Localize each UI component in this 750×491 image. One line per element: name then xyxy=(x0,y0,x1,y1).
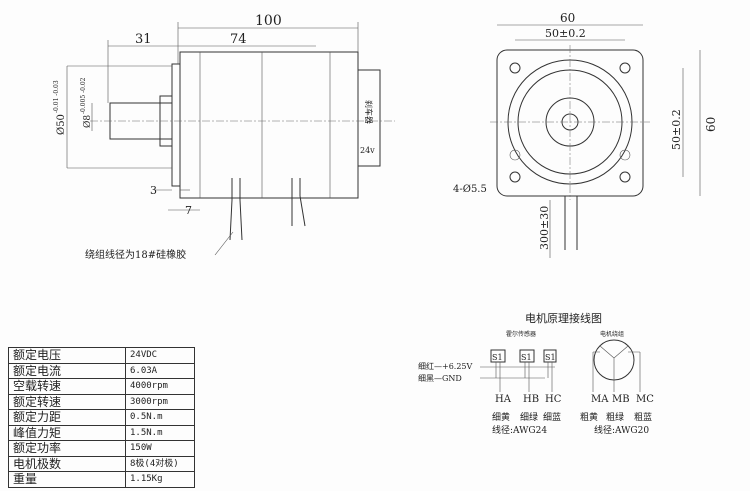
gnd-label: 细黑—GND xyxy=(418,373,462,383)
dim-boss: 7 xyxy=(185,204,192,217)
dim-body: 74 xyxy=(230,32,247,47)
spec-label: 额定转速 xyxy=(8,393,126,410)
svg-text:-0.01 -0.03: -0.01 -0.03 xyxy=(53,80,60,113)
phase-gauge: 线径:AWG20 xyxy=(594,424,649,436)
dim-total: 100 xyxy=(255,13,282,29)
side-view: 100 31 74 3 7 Ø50 -0.01 -0.03 Ø8 -0.005 … xyxy=(53,13,395,261)
brake-label: 刹车器 xyxy=(364,100,374,124)
brake-box xyxy=(357,69,381,167)
spec-label: 额定力距 xyxy=(8,409,126,426)
dia-flange: Ø50 xyxy=(56,114,67,135)
motor-title: 电机绕组 xyxy=(600,330,624,338)
wiring-title: 电机原理接线图 xyxy=(525,311,602,325)
svg-text:MB: MB xyxy=(612,394,630,405)
dim-flange: 3 xyxy=(150,184,157,197)
dim-width: 60 xyxy=(560,11,575,25)
spec-value: 1.15Kg xyxy=(125,471,195,488)
vcc-label: 细红—+6.25V xyxy=(418,361,473,371)
spec-label: 重量 xyxy=(8,471,126,488)
svg-text:S1: S1 xyxy=(521,353,532,362)
dim-height: 60 xyxy=(704,117,718,132)
spec-label: 额定功率 xyxy=(8,440,126,457)
spec-value: 1.5N.m xyxy=(125,424,195,441)
dim-hole-spacing-v: 50±0.2 xyxy=(670,109,683,150)
svg-text:HB: HB xyxy=(523,394,539,405)
spec-label: 额定电流 xyxy=(8,362,126,379)
spec-label: 电机极数 xyxy=(8,455,126,472)
flange xyxy=(171,63,181,187)
spec-label: 额定电压 xyxy=(8,347,126,364)
spec-value: 4000rpm xyxy=(125,378,195,395)
holes-note: 4-Ø5.5 xyxy=(453,184,487,195)
dim-shaft: 31 xyxy=(135,32,152,47)
hall-gauge: 线径:AWG24 xyxy=(492,424,547,436)
hall-title: 霍尔传感器 xyxy=(506,330,536,338)
svg-text:S1: S1 xyxy=(492,353,503,362)
front-view: 60 50±0.2 50±0.2 60 4-Ø5.5 300±30 xyxy=(453,11,718,258)
svg-text:细黄: 细黄 xyxy=(492,411,510,423)
svg-text:粗蓝: 粗蓝 xyxy=(634,411,652,423)
brake-voltage: 24v xyxy=(360,146,375,155)
spec-value: 0.5N.m xyxy=(125,409,195,426)
wiring-diagram: 电机原理接线图 霍尔传感器 电机绕组 S1 S1 S1 细红—+6.25V 细黑… xyxy=(418,311,654,436)
spec-value: 150W xyxy=(125,440,195,457)
svg-text:MC: MC xyxy=(636,394,654,405)
cable-length: 300±30 xyxy=(538,206,551,250)
spec-label: 空载转速 xyxy=(8,378,126,395)
svg-text:-0.005 -0.02: -0.005 -0.02 xyxy=(80,77,87,114)
svg-text:细蓝: 细蓝 xyxy=(543,411,561,423)
svg-text:细绿: 细绿 xyxy=(520,411,538,423)
dim-hole-spacing-h: 50±0.2 xyxy=(545,27,586,40)
svg-text:HA: HA xyxy=(495,394,512,405)
svg-text:粗绿: 粗绿 xyxy=(606,411,624,423)
spec-value: 8极(4对极) xyxy=(125,455,195,472)
svg-text:S1: S1 xyxy=(545,353,556,362)
dia-shaft: Ø8 xyxy=(82,115,93,128)
spec-value: 24VDC xyxy=(125,347,195,364)
spec-value: 3000rpm xyxy=(125,393,195,410)
spec-value: 6.03A xyxy=(125,362,195,379)
motor-body xyxy=(179,51,359,199)
svg-text:MA: MA xyxy=(591,394,609,405)
svg-text:粗黄: 粗黄 xyxy=(580,411,598,423)
wire-note: 绕组线径为18#硅橡胶 xyxy=(85,248,186,261)
svg-text:HC: HC xyxy=(545,394,562,405)
spec-label: 峰值力矩 xyxy=(8,424,126,441)
